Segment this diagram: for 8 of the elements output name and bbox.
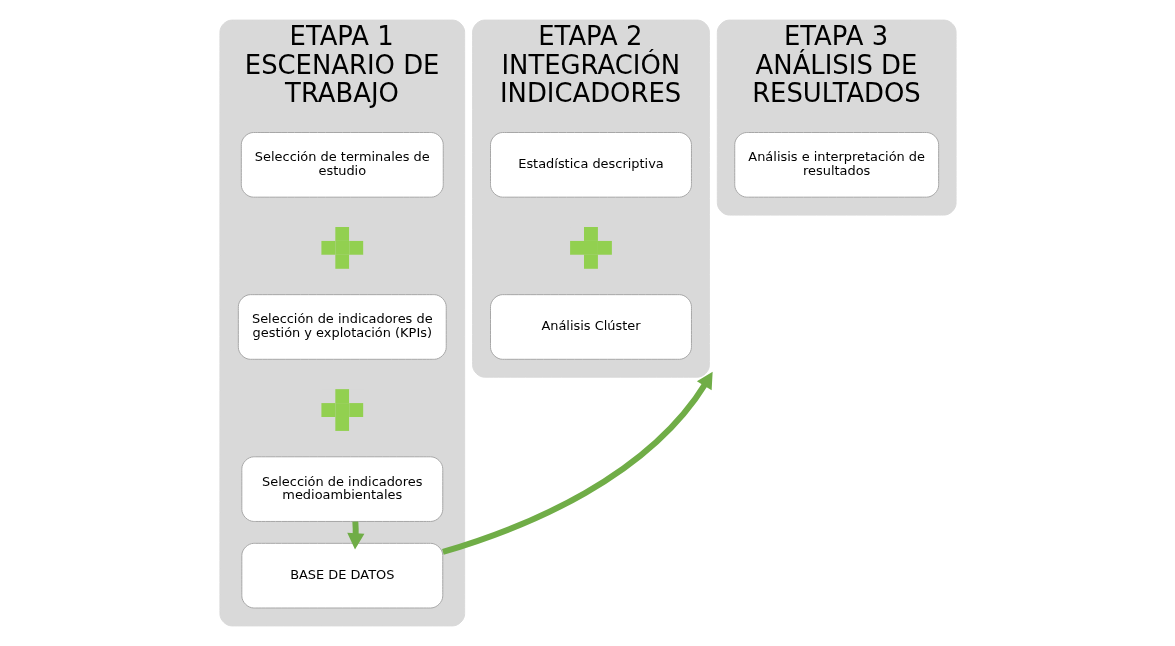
node-box: Análisis e interpretación de resultados [733, 132, 939, 198]
arrow [441, 371, 713, 555]
node-box: Selección de indicadores de gestión y explotación (KPIs) [237, 294, 447, 360]
node-box: BASE DE DATOS [240, 542, 443, 609]
node-box: Análisis Clúster [489, 294, 692, 360]
node-box: Estadística descriptiva [489, 132, 692, 198]
node-box: Selección de indicadores medioambientales [240, 456, 443, 522]
node-box: Selección de terminales de estudio [240, 132, 444, 198]
